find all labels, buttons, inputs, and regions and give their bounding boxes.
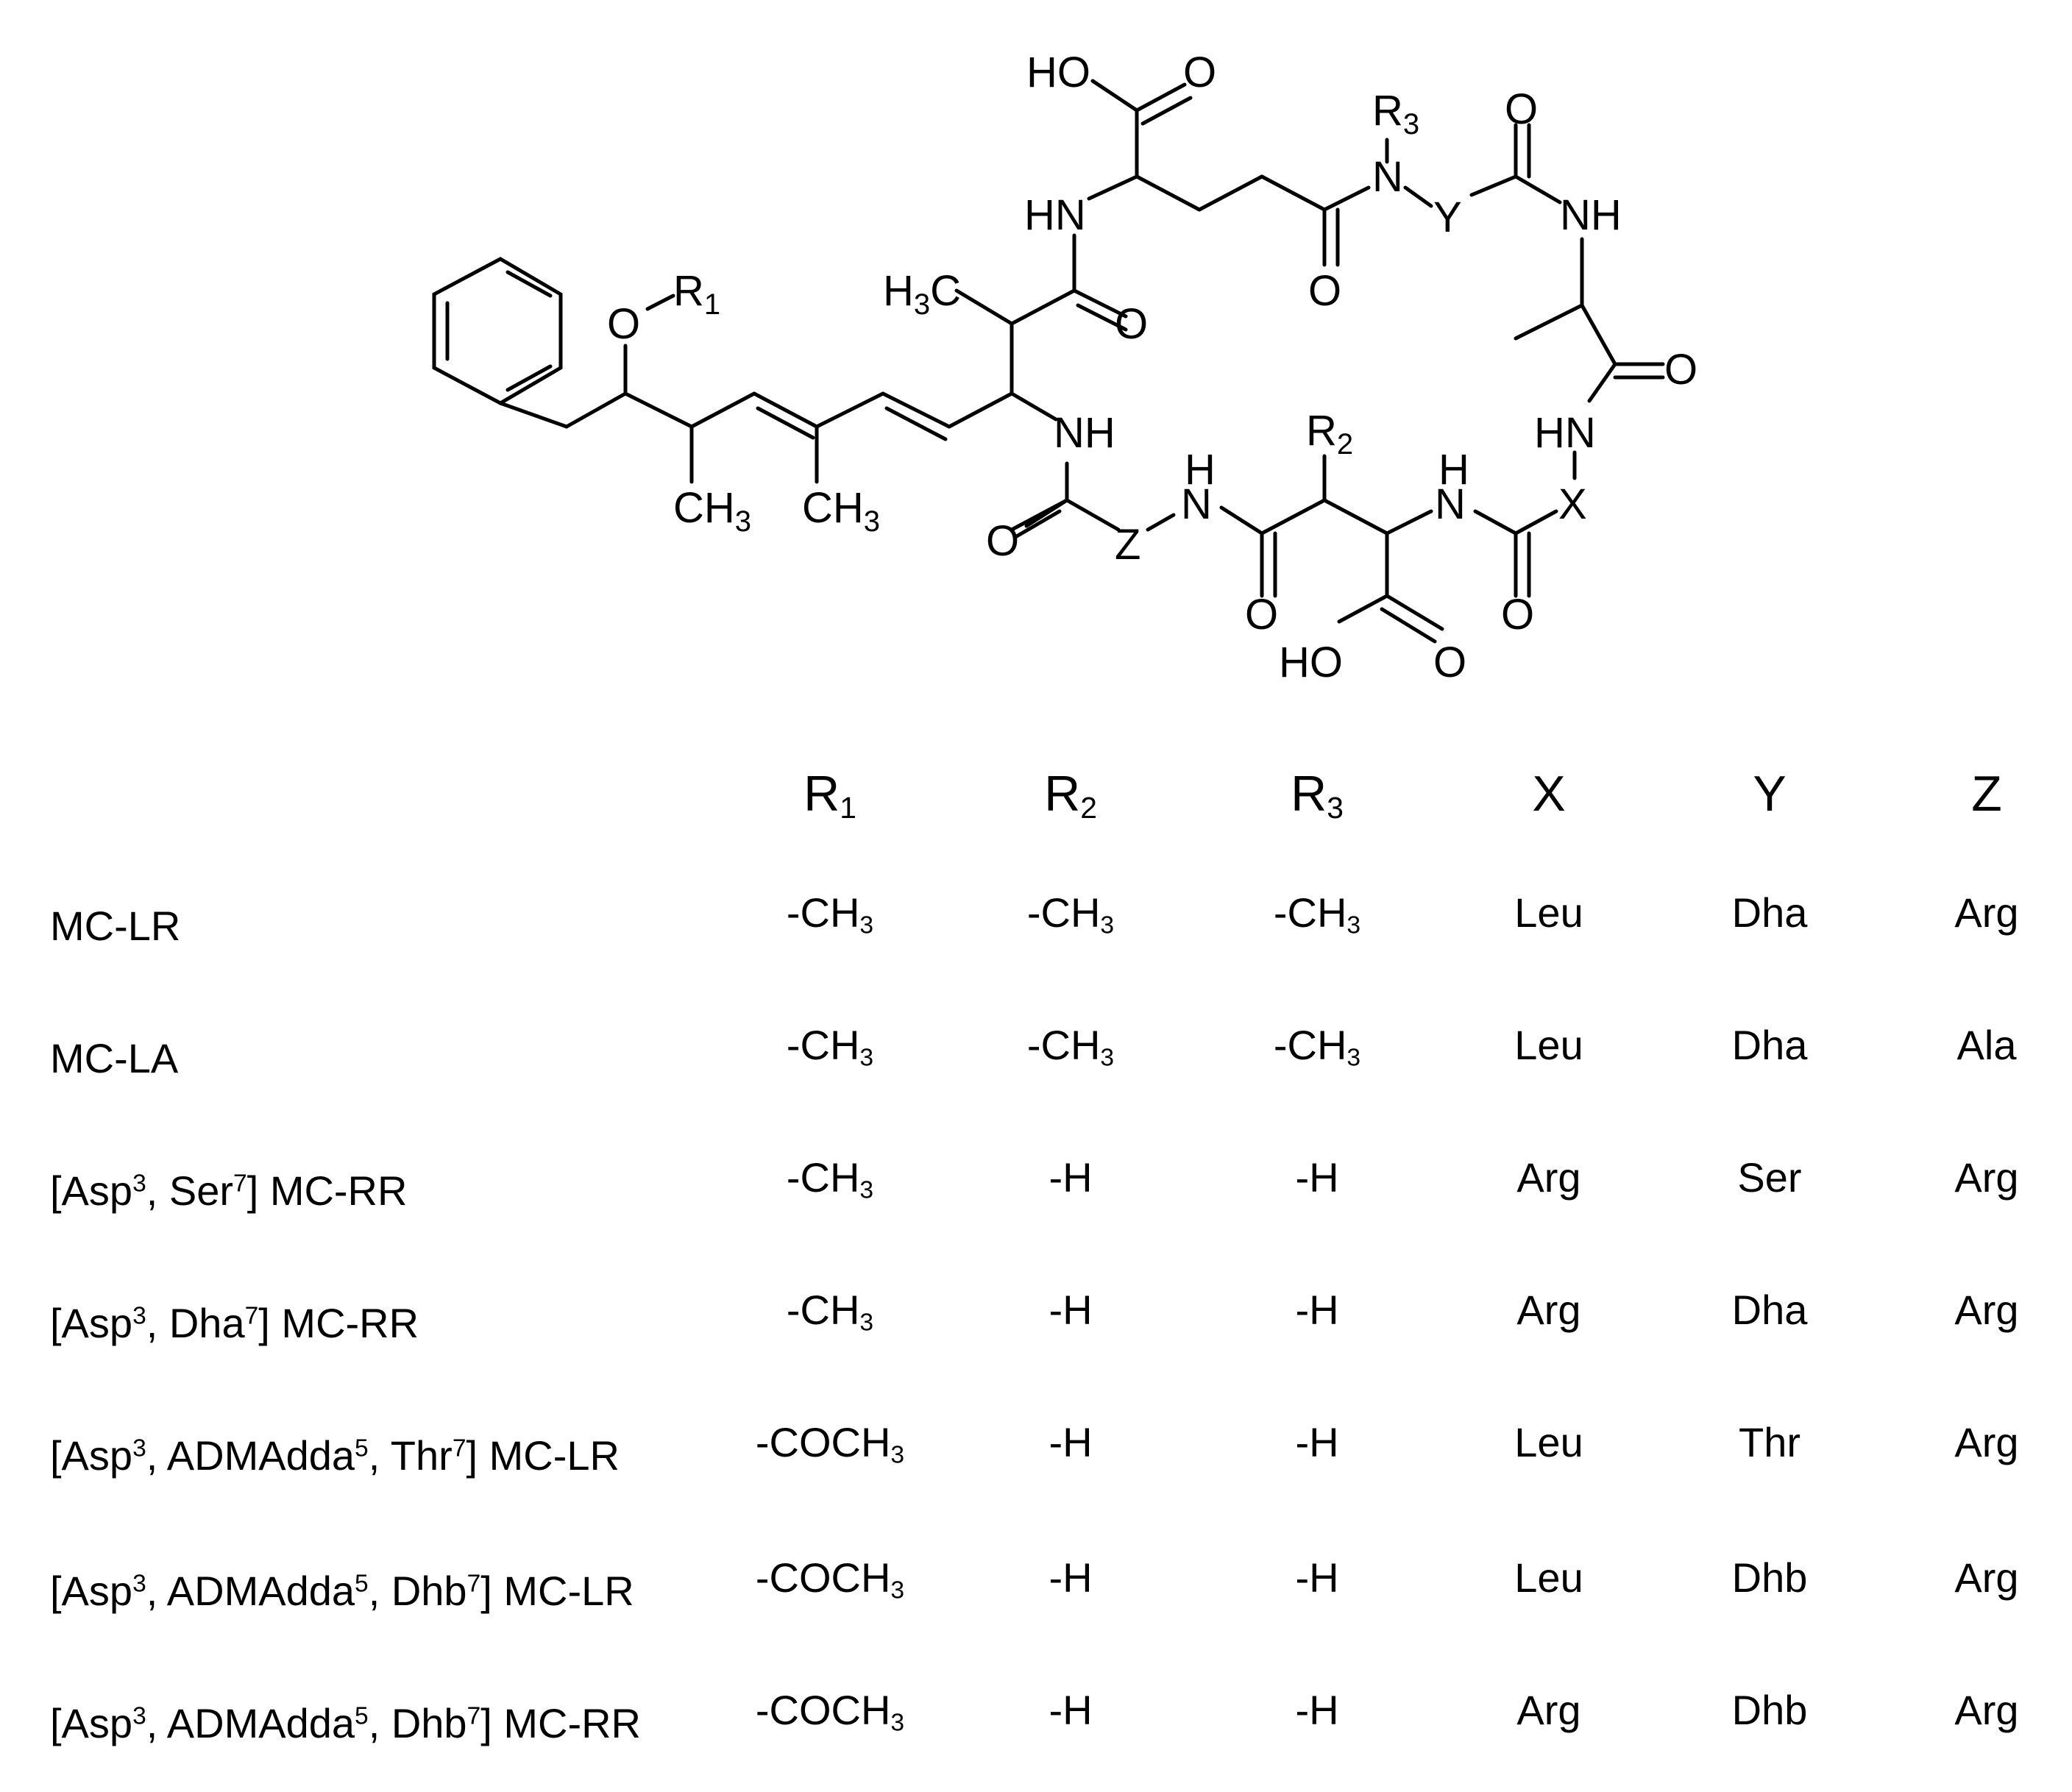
table-cell: Ala	[1956, 1022, 2017, 1068]
table-cell: -H	[1049, 1287, 1093, 1333]
table-cell: -CH3	[786, 1287, 874, 1337]
label-ch3-a: CH3	[673, 484, 751, 538]
table-row: [Asp3, ADMAdda5, Dhb7] MC-LR -COCH3 -H -H Le…	[0, 1554, 2072, 1642]
table-cell: -COCH3	[755, 1554, 905, 1604]
label-ho-bottom: HO	[1279, 639, 1343, 686]
table-row: [Asp3, ADMAdda5, Dhb7] MC-RR -COCH3 -H -H Ar…	[0, 1686, 2072, 1774]
table-row: MC-LA -CH3 -CH3 -CH3 Leu Dha Ala	[0, 1021, 2072, 1109]
label-ch3-b: CH3	[802, 484, 880, 538]
table-cell: Ser	[1737, 1154, 1802, 1201]
label-h-right: H	[1438, 446, 1469, 494]
column-header: Z	[1971, 766, 2002, 822]
table-cell: -H	[1049, 1687, 1093, 1733]
table-cell: Dha	[1731, 1287, 1808, 1333]
table-cell: Dha	[1731, 1022, 1808, 1068]
table-cell: Dhb	[1731, 1687, 1808, 1733]
table-cell: -H	[1295, 1154, 1339, 1201]
table-cell: Arg	[1516, 1154, 1581, 1201]
table-cell: -CH3	[786, 1022, 874, 1072]
label-h3c: H3C	[883, 267, 961, 321]
compound-name: [Asp3, ADMAdda5, Thr7] MC-LR	[50, 1432, 620, 1479]
label-o-amide-left: O	[1115, 300, 1148, 348]
table-cell: Dha	[1731, 889, 1808, 936]
table-cell: -COCH3	[755, 1687, 905, 1737]
table-cell: -H	[1049, 1554, 1093, 1601]
compound-name: [Asp3, ADMAdda5, Dhb7] MC-RR	[50, 1700, 641, 1746]
table-row: [Asp3, Ser7] MC-RR -CH3 -H -H Arg Ser Arg	[0, 1153, 2072, 1242]
label-o-top: O	[1183, 49, 1216, 96]
label-nh-right: NH	[1560, 191, 1622, 239]
table-cell: Leu	[1514, 1419, 1583, 1465]
table-cell: Arg	[1954, 1287, 2019, 1333]
label-o-ala: O	[1664, 346, 1697, 394]
label-y: Y	[1433, 193, 1462, 241]
table-cell: -H	[1295, 1687, 1339, 1733]
table-cell: Arg	[1954, 889, 2019, 936]
column-header: Y	[1753, 766, 1787, 822]
table-cell: Leu	[1514, 1022, 1583, 1068]
atom-labels: HO O R3 O N Y HN NH O H3C O O R1 O NH HN…	[607, 49, 1697, 686]
table-cell: Dhb	[1731, 1554, 1808, 1601]
table-cell: -H	[1295, 1287, 1339, 1333]
table-cell: Arg	[1954, 1154, 2019, 1201]
compound-name: MC-LA	[50, 1035, 179, 1081]
table-cell: -CH3	[1273, 1022, 1361, 1072]
table-cell: -COCH3	[755, 1419, 905, 1469]
table-row: [Asp3, ADMAdda5, Thr7] MC-LR -COCH3 -H -H Le…	[0, 1418, 2072, 1507]
benzene-ring	[432, 257, 563, 405]
table-cell: Thr	[1739, 1419, 1800, 1465]
table-row: [Asp3, Dha7] MC-RR -CH3 -H -H Arg Dha Arg	[0, 1286, 2072, 1374]
table-cell: Arg	[1954, 1554, 2019, 1601]
label-o-amide-top: O	[1308, 267, 1341, 315]
table-cell: -CH3	[1026, 889, 1115, 939]
table-cell: -H	[1049, 1419, 1093, 1465]
table-cell: -H	[1049, 1154, 1093, 1201]
label-o-r1: O	[607, 300, 640, 348]
compound-name: [Asp3, Ser7] MC-RR	[50, 1167, 408, 1214]
bonds	[432, 79, 1665, 644]
table-cell: -CH3	[1026, 1022, 1115, 1072]
compound-name: [Asp3, ADMAdda5, Dhb7] MC-LR	[50, 1568, 634, 1614]
table-row: MC-LR -CH3 -CH3 -CH3 Leu Dha Arg	[0, 889, 2072, 977]
table-cell: Leu	[1514, 1554, 1583, 1601]
label-z: Z	[1115, 521, 1140, 569]
label-n-top: N	[1372, 153, 1403, 201]
table-cell: Arg	[1516, 1287, 1581, 1333]
compound-name: [Asp3, Dha7] MC-RR	[50, 1300, 419, 1346]
label-ho-top: HO	[1026, 49, 1090, 96]
label-n-right: N	[1435, 480, 1466, 528]
label-r1: R1	[673, 267, 720, 321]
table-cell: Leu	[1514, 889, 1583, 936]
label-h-left: H	[1185, 446, 1216, 494]
table-cell: -CH3	[786, 1154, 874, 1204]
table-cell: -CH3	[1273, 889, 1361, 939]
table-cell: Arg	[1954, 1687, 2019, 1733]
compound-name: MC-LR	[50, 903, 181, 949]
table-cell: -H	[1295, 1419, 1339, 1465]
table-cell: Arg	[1516, 1687, 1581, 1733]
table-cell: -H	[1295, 1554, 1339, 1601]
label-x: X	[1558, 480, 1587, 528]
column-header: R2	[1044, 766, 1097, 825]
microcystin-structure: HO O R3 O N Y HN NH O H3C O O R1 O NH HN…	[432, 49, 1697, 686]
label-r2: R2	[1306, 407, 1353, 461]
label-hn-top: HN	[1024, 191, 1086, 239]
label-hn-right: HN	[1534, 409, 1596, 457]
label-o-left: O	[986, 517, 1019, 565]
label-o-y: O	[1505, 85, 1538, 133]
table-cell: -CH3	[786, 889, 874, 939]
table-cell: Arg	[1954, 1419, 2019, 1465]
column-header: R1	[803, 766, 856, 825]
label-o-bottom-c: O	[1433, 639, 1466, 686]
label-o-bottom-a: O	[1245, 591, 1278, 639]
column-header: R3	[1291, 766, 1344, 825]
label-nh-mid: NH	[1054, 409, 1115, 457]
column-header: X	[1532, 766, 1566, 822]
label-n-left: N	[1181, 480, 1212, 528]
label-o-bottom-b: O	[1501, 591, 1534, 639]
label-r3: R3	[1372, 87, 1419, 141]
